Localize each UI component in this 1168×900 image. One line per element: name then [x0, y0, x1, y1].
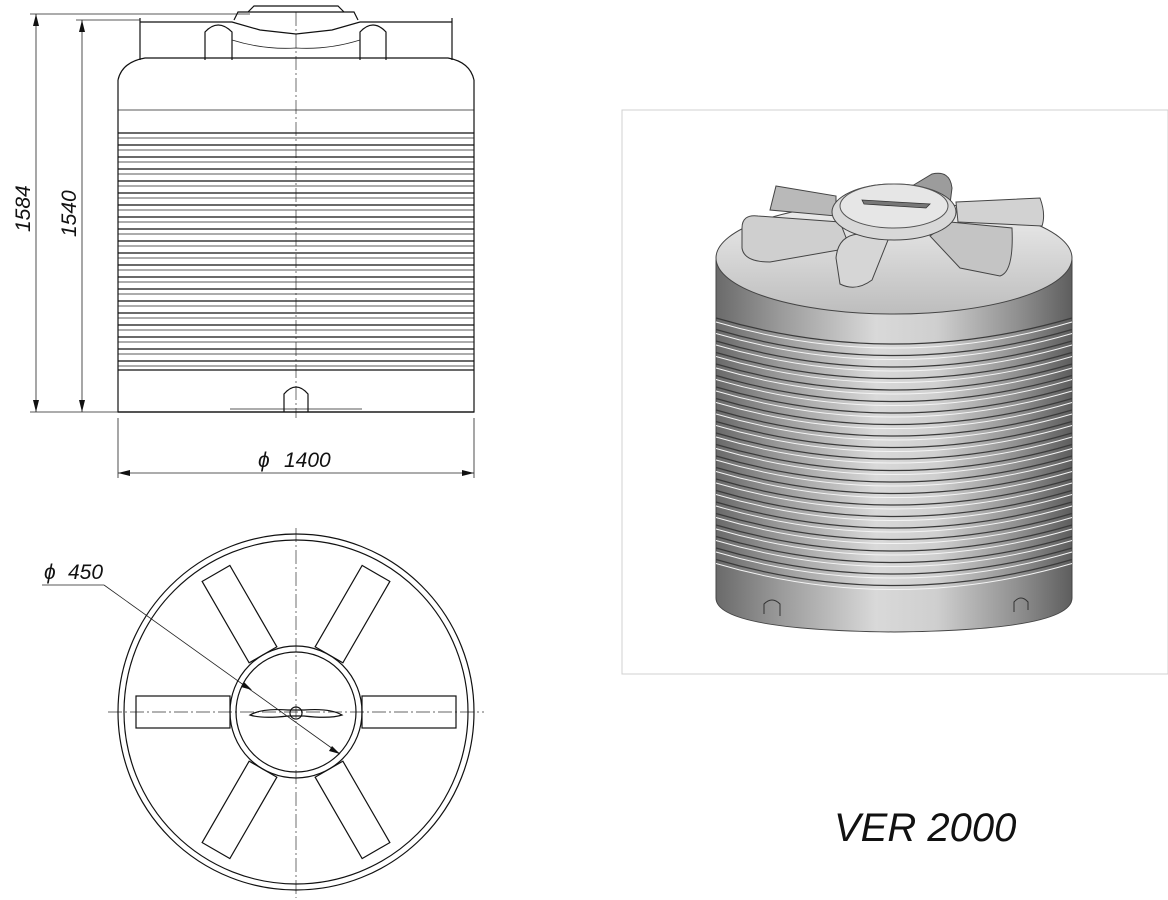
render-rib: [715, 448, 1073, 475]
render-rib: [715, 351, 1073, 380]
render-rib: [715, 551, 1073, 579]
render-rib: [715, 333, 1073, 360]
plan-view: ϕ 450: [42, 528, 484, 898]
render-rib: [715, 420, 1073, 449]
render-rib: [715, 432, 1073, 460]
hatch-diameter-leader: ϕ 450: [42, 561, 341, 755]
render-rib: [715, 494, 1073, 521]
tank-3d-render: [621, 109, 1168, 675]
render-rib: [715, 397, 1073, 426]
render-rib: [715, 512, 1073, 541]
hatch-diameter-label: 450: [68, 561, 103, 584]
lid-handle: [248, 706, 344, 720]
diameter-dimension: ϕ 1400: [117, 418, 475, 478]
render-rib: [715, 478, 1073, 506]
render-rib: [715, 363, 1073, 391]
render-rib: [715, 425, 1073, 452]
elevation-ribs: [118, 109, 474, 371]
diameter-label: 1400: [284, 449, 331, 472]
diameter-symbol: ϕ: [258, 449, 270, 472]
render-rib: [715, 459, 1073, 487]
render-rib: [715, 501, 1073, 529]
elevation-drain-bump: [283, 386, 309, 412]
render-rib: [715, 436, 1073, 464]
render-rib: [715, 558, 1073, 587]
total-height-label: 1584: [12, 185, 35, 232]
render-rib: [715, 321, 1073, 349]
hatch-diameter-symbol: ϕ: [44, 561, 56, 584]
body-height-label: 1540: [58, 190, 81, 237]
render-rib: [715, 379, 1073, 406]
plan-arm: [201, 760, 278, 860]
render-rib: [715, 524, 1073, 552]
render-rib: [715, 540, 1073, 567]
render-rib: [715, 505, 1073, 533]
render-rib: [715, 374, 1073, 403]
plan-arm: [361, 695, 457, 729]
render-rib: [715, 317, 1073, 345]
render-rib: [715, 443, 1073, 472]
render-rib: [715, 517, 1073, 544]
render-rib: [715, 547, 1073, 575]
render-rib: [715, 563, 1073, 590]
plan-arm: [314, 564, 391, 664]
render-ribs: [715, 317, 1073, 590]
render-rib: [715, 402, 1073, 429]
plan-arm: [135, 695, 231, 729]
plan-arm: [201, 564, 278, 664]
render-rib: [715, 455, 1073, 483]
render-rib: [715, 340, 1073, 368]
render-rib: [715, 356, 1073, 383]
model-title: VER 2000: [834, 806, 1016, 850]
render-rib: [715, 390, 1073, 418]
render-rib: [715, 344, 1073, 372]
plan-arms: [135, 564, 457, 860]
render-rib: [715, 482, 1073, 510]
render-rib: [715, 535, 1073, 564]
render-rib: [715, 466, 1073, 495]
render-rib: [715, 413, 1073, 441]
render-rib: [715, 328, 1073, 357]
render-rib: [715, 471, 1073, 498]
plan-outer-circle: [117, 533, 475, 891]
render-rib: [715, 367, 1073, 395]
render-rib: [715, 409, 1073, 437]
elevation-top-dome: [117, 5, 475, 81]
render-rib: [715, 528, 1073, 556]
plan-arm: [314, 760, 391, 860]
front-elevation-view: 1584 1540 ϕ 1400: [12, 5, 475, 478]
height-dimensions: 1584 1540: [12, 13, 250, 413]
render-rib: [715, 489, 1073, 518]
render-rib: [715, 386, 1073, 414]
